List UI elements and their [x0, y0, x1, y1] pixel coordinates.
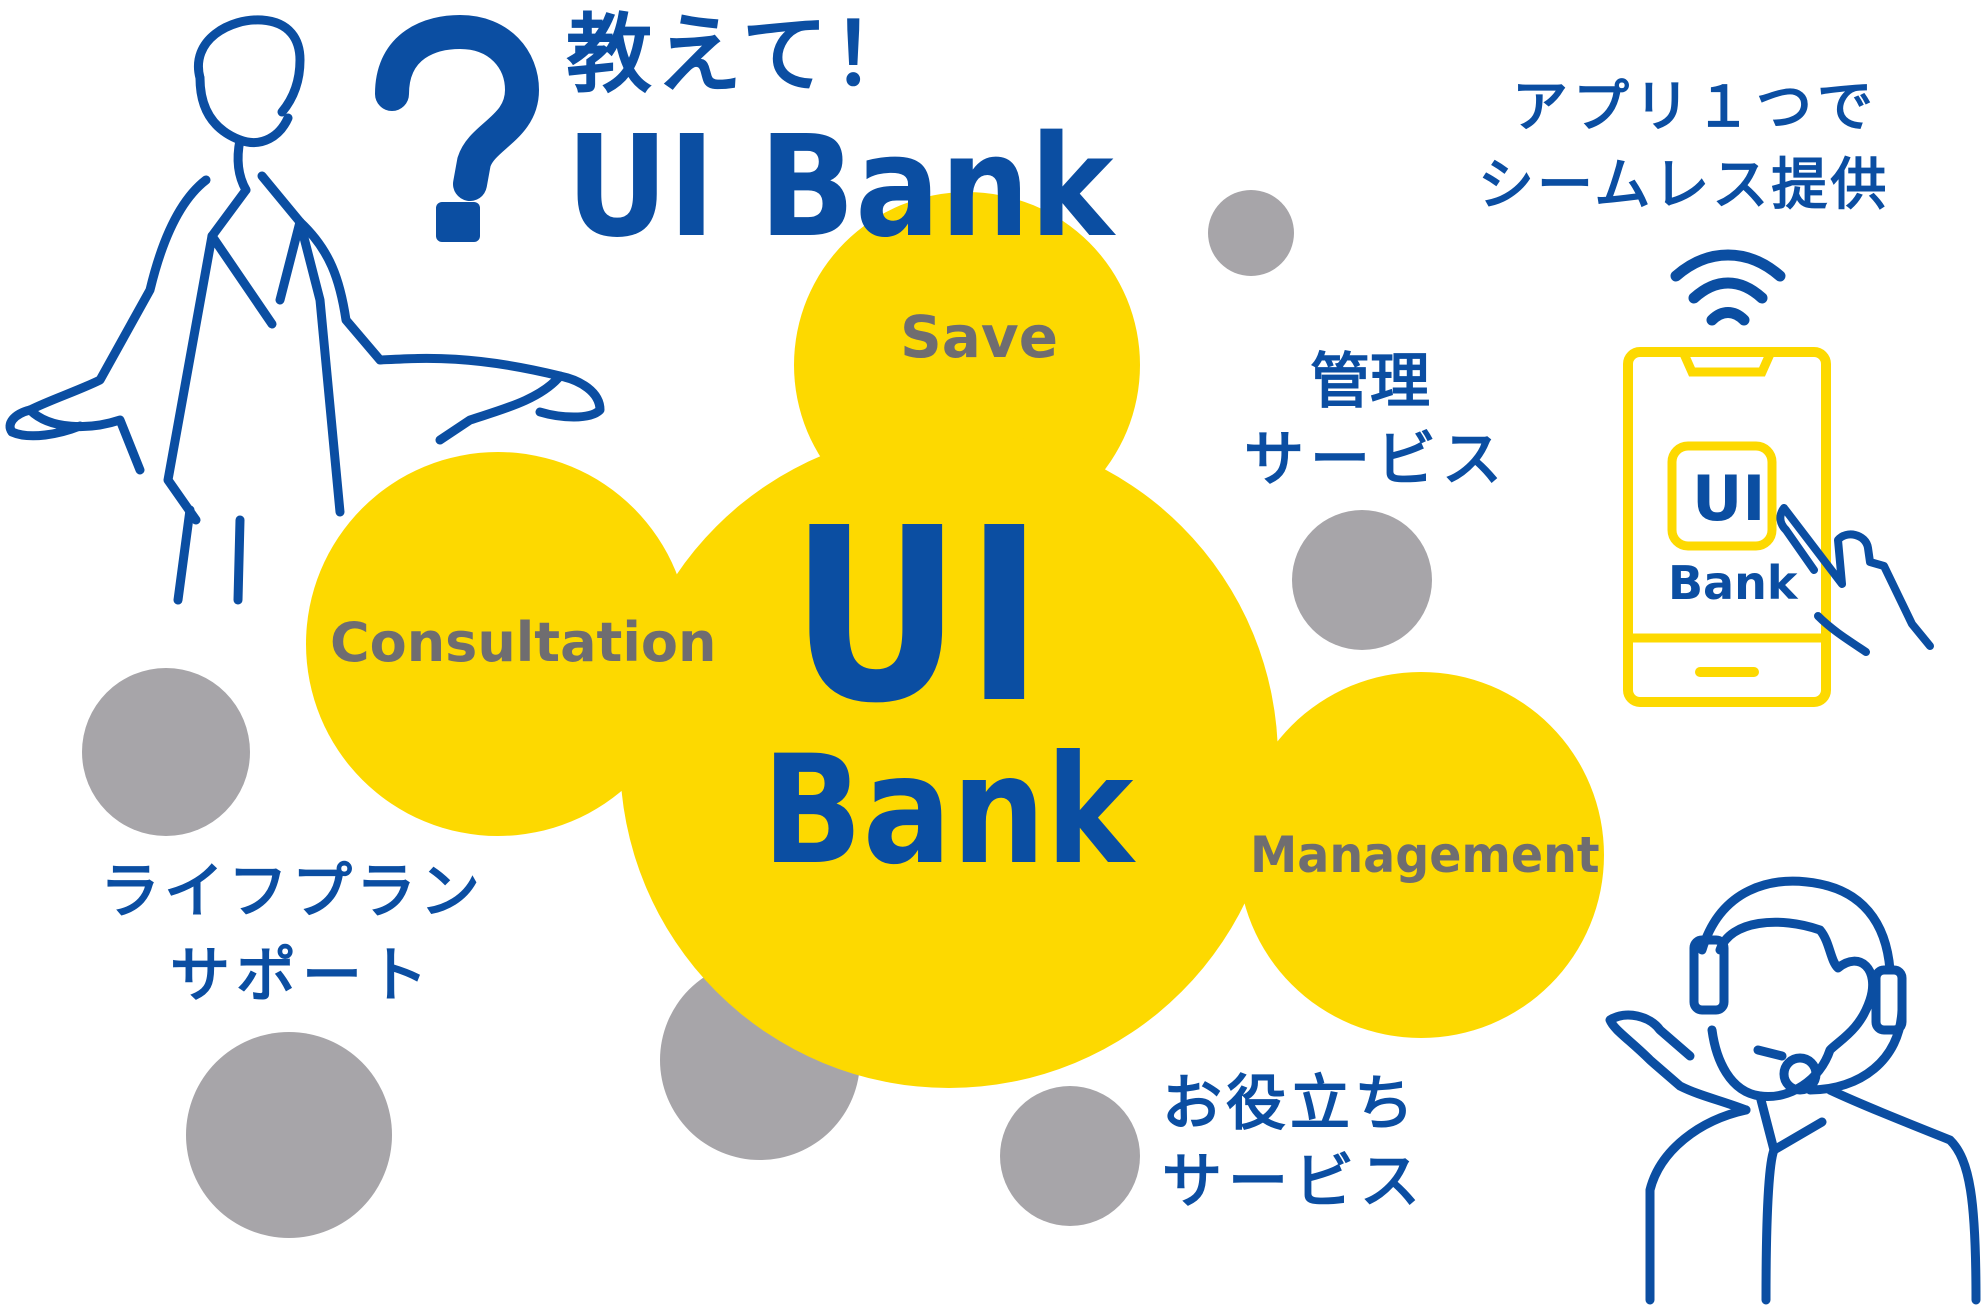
- center-title-ui: UI: [790, 476, 1048, 756]
- header-title-line2: UI Bank: [566, 106, 1114, 269]
- oyakudachi-line2: サービス: [1162, 1147, 1426, 1217]
- app-logo-bank: Bank: [1668, 556, 1798, 610]
- save-label: Save: [900, 303, 1059, 371]
- header-title-line1: 教えて！: [566, 5, 922, 105]
- center-title-bank: Bank: [762, 724, 1134, 898]
- consultation-label: Consultation: [330, 611, 717, 674]
- lifeplan-line2: サポート: [170, 941, 434, 1011]
- gray-dot: [186, 1032, 392, 1238]
- oyakudachi-line1: お役立ち: [1162, 1069, 1418, 1139]
- lifeplan-line1: ライフプラン: [100, 857, 484, 927]
- question-mark-icon: [375, 14, 540, 242]
- gray-dot: [1292, 510, 1432, 650]
- app-logo-ui: UI: [1692, 462, 1766, 535]
- app-caption-line1: アプリ１つで: [1512, 75, 1878, 140]
- kanri-service-line1: 管理: [1310, 347, 1430, 417]
- gray-dot: [82, 668, 250, 836]
- ui-bank-center-circle: [620, 430, 1278, 1088]
- gray-dot: [1000, 1086, 1140, 1226]
- headset-operator-illustration: [1605, 876, 1981, 1305]
- smartphone-icon: [1623, 347, 1831, 707]
- wifi-icon: [1670, 249, 1786, 326]
- management-circle: [1238, 672, 1604, 1038]
- gray-dot: [1208, 190, 1294, 276]
- pointing-hand-icon: [1776, 504, 1934, 656]
- app-caption-line2: シームレス提供: [1478, 153, 1890, 218]
- kanri-service-line2: サービス: [1244, 425, 1508, 495]
- management-label: Management: [1250, 826, 1600, 884]
- confused-man-illustration: [5, 15, 605, 605]
